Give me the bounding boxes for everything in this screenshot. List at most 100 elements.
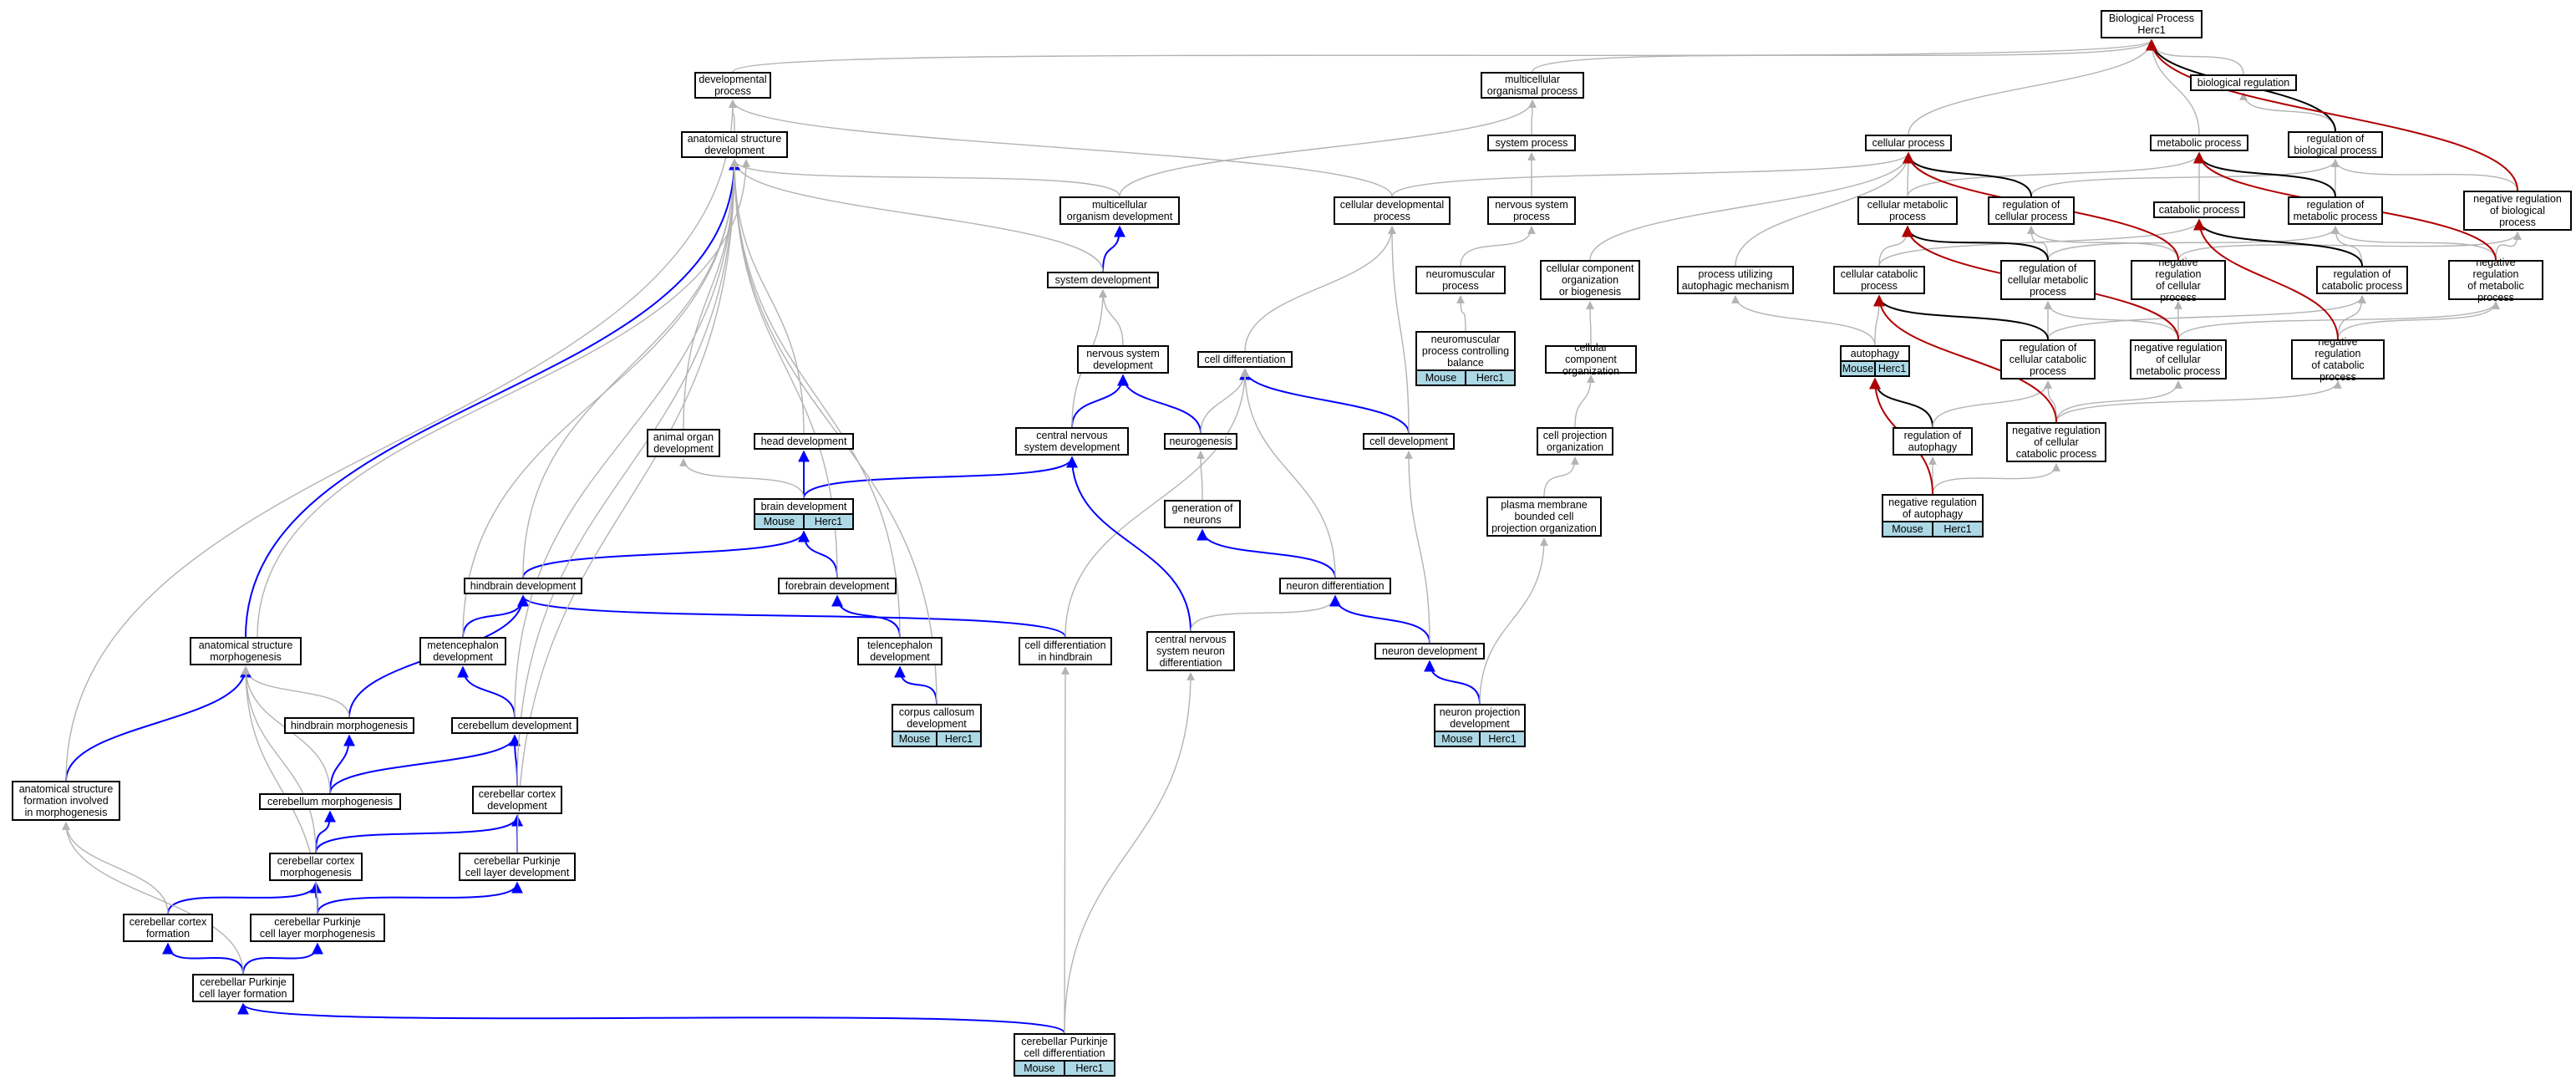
go-term-node[interactable]: multicellular organismal process	[1481, 72, 1584, 99]
edge-part-of	[237, 1002, 1065, 1034]
go-term-node[interactable]: cell differentiation in hindbrain	[1019, 637, 1112, 665]
edge-is-a	[2055, 380, 2342, 423]
go-term-node[interactable]: cellular component organization or bioge…	[1540, 260, 1640, 300]
go-term-node[interactable]: nervous system development	[1077, 345, 1169, 374]
go-term-node[interactable]: cerebellar Purkinje cell differentiation	[1014, 1033, 1115, 1062]
go-term-node[interactable]: neuron differentiation	[1279, 578, 1391, 594]
go-term-node[interactable]: regulation of biological process	[2288, 131, 2383, 158]
go-term-node[interactable]: neuromuscular process	[1415, 266, 1506, 294]
go-term-node[interactable]: central nervous system neuron differenti…	[1146, 631, 1235, 671]
edge-is-a	[522, 159, 739, 578]
go-term-node[interactable]: catabolic process	[2153, 201, 2245, 218]
go-term-node[interactable]: cellular catabolic process	[1833, 266, 1925, 294]
go-term-node[interactable]: autophagy	[1840, 345, 1910, 362]
go-term-node[interactable]: biological regulation	[2190, 74, 2297, 91]
go-term-node[interactable]: generation of neurons	[1164, 500, 1241, 528]
edge-is-a	[2147, 39, 2200, 135]
go-term-node[interactable]: negative regulation of metabolic process	[2448, 257, 2543, 303]
edge-is-a	[1932, 380, 2052, 428]
go-term-node[interactable]: cellular developmental process	[1334, 196, 1451, 225]
go-term-node[interactable]: head development	[754, 433, 854, 450]
go-term-node[interactable]: anatomical structure development	[681, 131, 788, 158]
go-term-node[interactable]: hindbrain development	[464, 578, 582, 594]
go-term-node[interactable]: regulation of cellular process	[1988, 196, 2075, 225]
go-term-node[interactable]: regulation of metabolic process	[2288, 196, 2383, 225]
go-term-node[interactable]: neurogenesis	[1164, 433, 1237, 450]
edge-is-a	[1405, 451, 1430, 644]
edge-part-of	[798, 530, 838, 578]
annotation-species-label: Mouse	[1441, 733, 1473, 745]
go-term-node[interactable]: multicellular organism development	[1059, 196, 1180, 225]
edge-is-a	[679, 458, 805, 499]
go-term-node[interactable]: cerebellar Purkinje cell layer morphogen…	[250, 914, 385, 942]
edge-is-a	[730, 159, 937, 705]
go-term-node[interactable]: nervous system process	[1487, 196, 1576, 225]
go-term-node[interactable]: Biological Process Herc1	[2101, 10, 2203, 38]
go-term-node[interactable]: central nervous system development	[1015, 427, 1129, 456]
go-term-node[interactable]: neuron projection development	[1434, 704, 1526, 732]
go-term-node[interactable]: cell projection organization	[1537, 427, 1613, 456]
annotation-species-label: Mouse	[898, 733, 931, 745]
edge-regulates	[1902, 225, 2049, 261]
go-term-node[interactable]: plasma membrane bounded cell projection …	[1486, 497, 1602, 537]
go-term-node[interactable]: anatomical structure morphogenesis	[190, 637, 302, 665]
go-term-node[interactable]: hindbrain morphogenesis	[284, 717, 414, 734]
go-term-node[interactable]: negative regulation of cellular process	[2131, 257, 2226, 303]
edge-is-a	[1064, 672, 1195, 1034]
edge-is-a	[2047, 295, 2366, 340]
go-term-node[interactable]: metencephalon development	[419, 637, 506, 665]
go-term-node[interactable]: corpus callosum development	[892, 704, 982, 732]
go-term-node[interactable]: animal organ development	[647, 429, 720, 457]
go-term-node[interactable]: regulation of cellular metabolic process	[2000, 260, 2096, 300]
edge-is-a	[2055, 380, 2182, 423]
go-term-node[interactable]: developmental process	[694, 72, 771, 99]
go-term-node[interactable]: neuron development	[1374, 643, 1485, 660]
edge-negatively-regulates	[2193, 218, 2339, 340]
go-term-node[interactable]: cerebellar Purkinje cell layer developme…	[459, 853, 576, 881]
go-term-node[interactable]: cerebellum development	[451, 717, 578, 734]
go-term-node[interactable]: cerebellar Purkinje cell layer formation	[192, 974, 294, 1002]
go-term-node[interactable]: telencephalon development	[857, 637, 943, 665]
go-term-node[interactable]: negative regulation of biological proces…	[2463, 191, 2572, 231]
edge-is-a	[2331, 226, 2497, 261]
go-term-node[interactable]: cerebellar cortex development	[472, 786, 562, 814]
go-term-node[interactable]: cell development	[1363, 433, 1455, 450]
go-term-node[interactable]: process utilizing autophagic mechanism	[1677, 266, 1794, 294]
edge-part-of	[167, 881, 322, 914]
go-term-node[interactable]: anatomical structure formation involved …	[12, 781, 120, 821]
go-term-node[interactable]: metabolic process	[2150, 135, 2248, 151]
annotation-bar: Mouse Herc1	[1434, 732, 1526, 747]
go-term-node[interactable]: negative regulation of cellular metaboli…	[2130, 339, 2227, 379]
edge-is-a	[516, 159, 739, 787]
edge-is-a	[2044, 301, 2179, 340]
go-term-node[interactable]: brain development	[754, 498, 854, 515]
edge-is-a	[2030, 159, 2340, 197]
go-term-node[interactable]: neuromuscular process controlling balanc…	[1415, 331, 1516, 371]
go-term-node[interactable]: negative regulation of autophagy	[1882, 494, 1984, 522]
edge-part-of	[65, 665, 252, 782]
edge-is-a	[2337, 301, 2500, 340]
go-term-node[interactable]: system process	[1487, 135, 1576, 151]
edge-part-of	[894, 665, 937, 705]
go-term-node[interactable]: cell differentiation	[1197, 351, 1293, 368]
go-term-node[interactable]: forebrain development	[778, 578, 897, 594]
annotation-gene-label: Herc1	[1479, 732, 1524, 746]
go-term-node[interactable]: cellular process	[1865, 135, 1952, 151]
go-term-node[interactable]: regulation of cellular catabolic process	[2000, 339, 2096, 379]
edge-is-a	[257, 159, 750, 638]
go-term-node[interactable]: regulation of catabolic process	[2316, 266, 2408, 294]
edge-part-of	[803, 456, 1078, 499]
go-term-node[interactable]: cerebellum morphogenesis	[259, 793, 401, 810]
edge-is-a	[730, 159, 1104, 272]
go-term-node[interactable]: cellular component organization	[1545, 342, 1637, 377]
go-term-node[interactable]: cerebellar cortex morphogenesis	[269, 853, 363, 881]
go-term-node[interactable]: regulation of autophagy	[1893, 427, 1973, 456]
go-term-node[interactable]: negative regulation of catabolic process	[2291, 336, 2385, 383]
edge-part-of	[1117, 374, 1202, 434]
go-term-node[interactable]: cerebellar cortex formation	[123, 914, 213, 942]
go-term-node[interactable]: cellular metabolic process	[1857, 196, 1958, 225]
edge-is-a	[2047, 226, 2340, 261]
go-term-node[interactable]: negative regulation of cellular cataboli…	[2006, 422, 2106, 462]
go-term-node[interactable]: system development	[1047, 272, 1159, 288]
